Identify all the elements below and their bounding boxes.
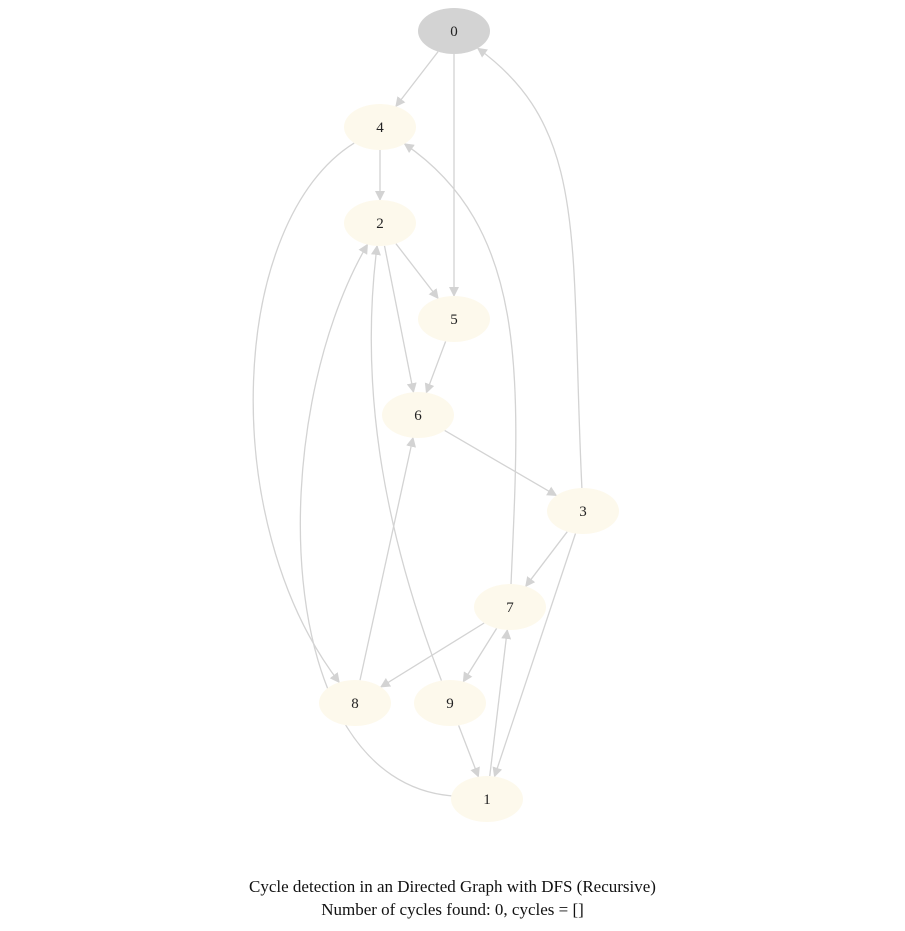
edge-2-to-5: [395, 243, 439, 300]
caption-cycles-summary: Number of cycles found: 0, cycles = []: [321, 900, 584, 919]
edge-0-to-4: [395, 51, 439, 108]
edge-7-to-4: [403, 143, 517, 585]
node-5: 5: [418, 296, 490, 342]
edge-8-to-6: [359, 436, 416, 681]
node-5-label: 5: [450, 312, 458, 328]
node-0-label: 0: [450, 24, 458, 40]
node-2-label: 2: [376, 216, 384, 232]
edge-4-to-8: [252, 142, 355, 684]
node-2: 2: [344, 200, 416, 246]
edge-9-to-1: [458, 725, 480, 778]
node-6-shape: [382, 392, 454, 438]
edge-7-to-9: [462, 628, 498, 683]
edge-9-to-2: [370, 244, 443, 681]
edge-1-to-2: [299, 243, 452, 797]
caption-title: Cycle detection in an Directed Graph wit…: [249, 877, 656, 896]
node-3-label: 3: [579, 504, 587, 520]
node-4: 4: [344, 104, 416, 150]
edges-layer: [252, 47, 583, 797]
node-8-shape: [319, 680, 391, 726]
node-2-shape: [344, 200, 416, 246]
node-9: 9: [414, 680, 486, 726]
node-3: 3: [547, 488, 619, 534]
node-5-shape: [418, 296, 490, 342]
node-7: 7: [474, 584, 546, 630]
node-4-label: 4: [376, 120, 384, 136]
node-8-label: 8: [351, 696, 359, 712]
edge-2-to-6: [383, 245, 417, 394]
node-0: 0: [418, 8, 490, 54]
edge-3-to-0: [476, 47, 583, 489]
node-9-shape: [414, 680, 486, 726]
node-0-shape: [418, 8, 490, 54]
nodes-layer: 0 4 2 5 6 3 7 8 9 1: [319, 8, 619, 822]
node-4-shape: [344, 104, 416, 150]
edge-1-to-7: [489, 628, 512, 777]
node-1: 1: [451, 776, 523, 822]
node-1-shape: [451, 776, 523, 822]
node-6-label: 6: [414, 408, 422, 424]
node-3-shape: [547, 488, 619, 534]
node-7-shape: [474, 584, 546, 630]
edge-3-to-7: [525, 531, 568, 588]
node-9-label: 9: [446, 696, 454, 712]
edge-3-to-1: [492, 533, 577, 778]
edge-5-to-6: [424, 341, 447, 394]
edge-6-to-3: [444, 429, 558, 497]
node-6: 6: [382, 392, 454, 438]
node-1-label: 1: [483, 792, 491, 808]
node-7-label: 7: [506, 600, 514, 616]
node-8: 8: [319, 680, 391, 726]
